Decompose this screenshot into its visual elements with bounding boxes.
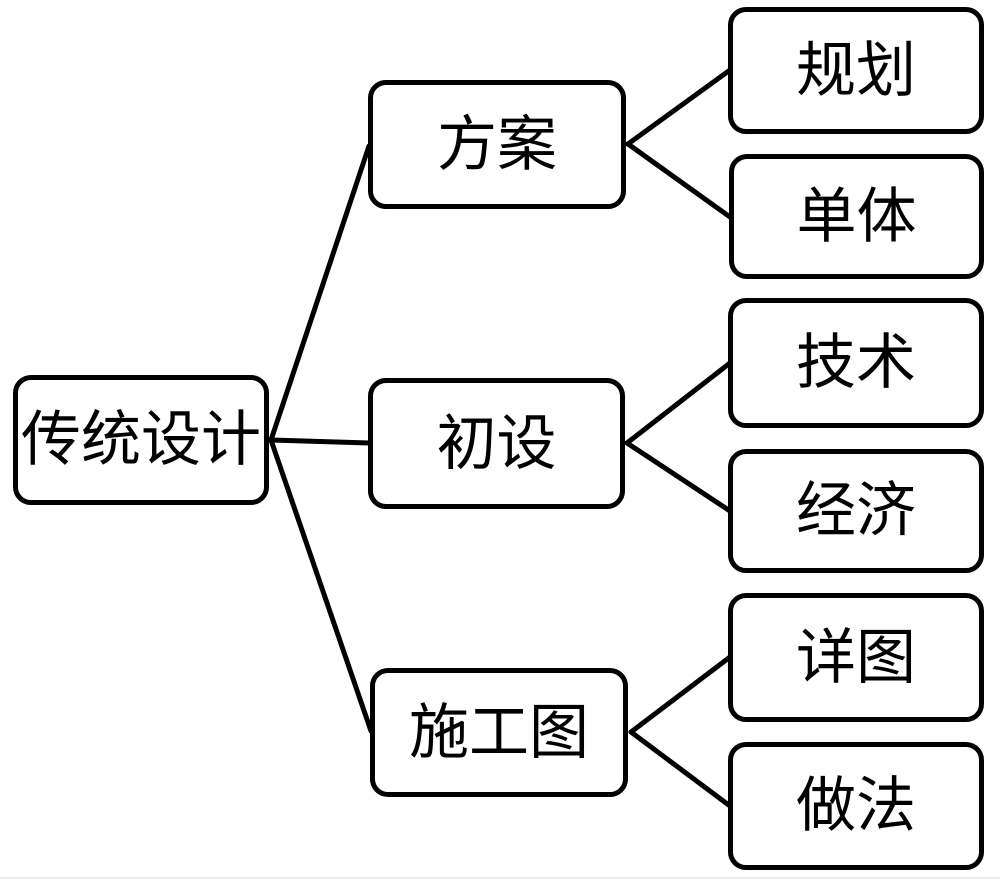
- edge-shigong-xiangtu: [628, 654, 733, 735]
- node-leaf-economy: 经济: [728, 449, 984, 573]
- node-label: 方案: [437, 111, 557, 178]
- edge-shigong-zuofa: [628, 729, 733, 809]
- edge-chushe-jishu: [624, 360, 733, 446]
- edge-root-shigong: [268, 437, 374, 734]
- edge-root-chushe: [268, 437, 372, 446]
- node-label: 做法: [796, 773, 916, 839]
- bottom-divider: [0, 877, 1000, 879]
- node-label: 施工图: [409, 699, 589, 766]
- node-leaf-single-building: 单体: [729, 154, 984, 279]
- node-leaf-method: 做法: [728, 742, 984, 870]
- node-label: 单体: [796, 183, 917, 250]
- node-branch-construction-drawing: 施工图: [370, 668, 628, 797]
- node-root-traditional-design: 传统设计: [13, 375, 269, 505]
- node-label: 初设: [436, 410, 557, 477]
- node-label: 规划: [796, 37, 916, 104]
- node-label: 详图: [796, 624, 916, 691]
- edge-fangan-danti: [625, 141, 733, 220]
- node-branch-scheme: 方案: [368, 80, 626, 209]
- edge-chushe-jingji: [624, 440, 733, 514]
- node-label: 技术: [796, 330, 916, 396]
- node-leaf-technology: 技术: [728, 298, 984, 428]
- node-branch-preliminary-design: 初设: [368, 378, 625, 509]
- node-leaf-planning: 规划: [728, 7, 984, 134]
- edge-root-fangan: [268, 143, 372, 443]
- node-leaf-detail-drawing: 详图: [728, 593, 984, 722]
- node-label: 经济: [796, 478, 916, 544]
- edge-fangan-guihua: [625, 67, 733, 147]
- node-label: 传统设计: [21, 407, 261, 473]
